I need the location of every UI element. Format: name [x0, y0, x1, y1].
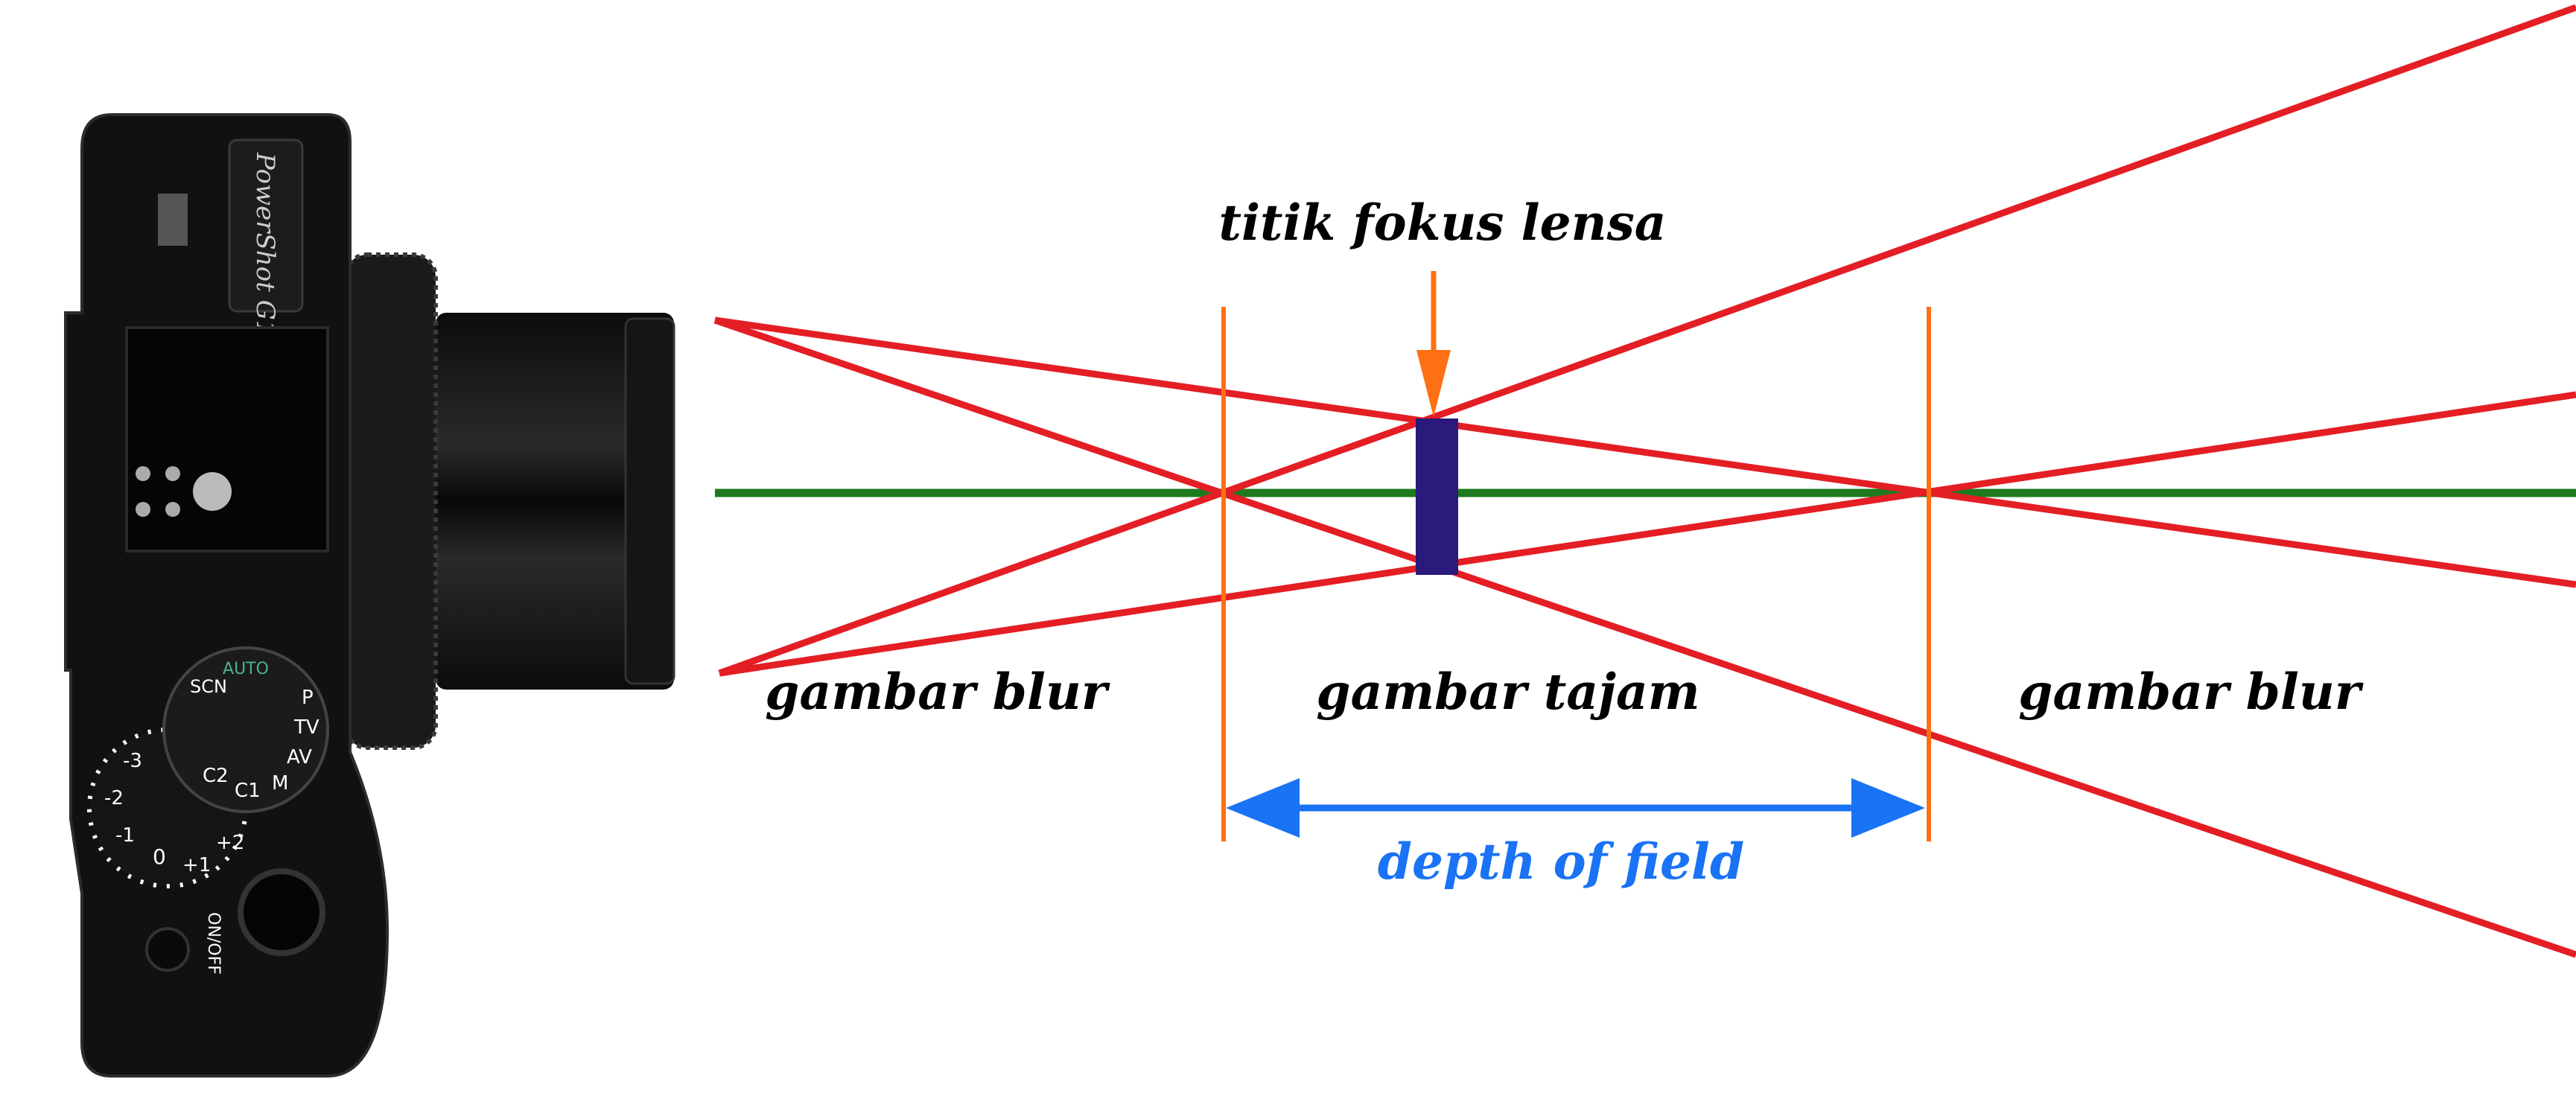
power-button[interactable]	[145, 927, 190, 972]
exposure-dial-minus3: -3	[123, 750, 142, 772]
dof-arrow-left-head	[1226, 778, 1300, 838]
exposure-dial-plus2: +2	[216, 832, 244, 854]
far-blur-label: gambar blur	[2018, 663, 2364, 721]
mode-dial-tv: TV	[293, 716, 319, 739]
brand-plate	[228, 139, 304, 313]
power-label: ON/OFF	[204, 912, 223, 975]
mode-dial-av: AV	[287, 746, 312, 768]
flash-switch	[158, 194, 188, 246]
ray-top-to-right	[714, 316, 2576, 588]
sharp-label: gambar tajam	[1316, 663, 1699, 721]
mode-dial-scn: SCN	[190, 676, 227, 697]
mode-dial[interactable]	[162, 646, 329, 813]
ray-bottom-to-right	[719, 391, 2576, 677]
mode-dial-m: M	[272, 772, 288, 795]
lens-front-ring	[624, 317, 675, 685]
camera-illustration: PowerShot G16 -3 -2 -1 0 +1 +2 AUTO P TV…	[64, 113, 675, 1078]
lens-barrel	[436, 313, 674, 690]
mode-dial-c2: C2	[203, 765, 229, 787]
exposure-dial-minus2: -2	[104, 787, 124, 809]
ray-bottom-to-top-right	[718, 4, 2576, 677]
hot-shoe	[125, 326, 329, 553]
dof-arrow-right-head	[1851, 778, 1925, 838]
exposure-dial-plus1: +1	[182, 854, 211, 876]
mode-dial-p: P	[302, 687, 314, 709]
ray-top-to-bottom-right	[713, 316, 2576, 958]
mode-dial-auto: AUTO	[223, 660, 269, 678]
depth-of-field-label: depth of field	[1378, 833, 1744, 891]
hot-shoe-contacts	[136, 466, 232, 517]
focus-plane	[1416, 419, 1458, 575]
focus-arrow-head	[1416, 350, 1451, 417]
brand-logo: PowerShot G16	[250, 152, 280, 352]
shutter-button[interactable]	[238, 868, 325, 956]
lens-control-ring	[343, 252, 438, 750]
mode-dial-c1: C1	[235, 780, 261, 802]
near-blur-label: gambar blur	[765, 663, 1110, 721]
focus-point-label: titik fokus lensa	[1218, 194, 1666, 252]
light-rays	[713, 4, 2576, 958]
camera-body	[64, 113, 389, 1078]
exposure-dial-minus1: -1	[115, 824, 135, 847]
exposure-dial-zero: 0	[153, 844, 166, 869]
